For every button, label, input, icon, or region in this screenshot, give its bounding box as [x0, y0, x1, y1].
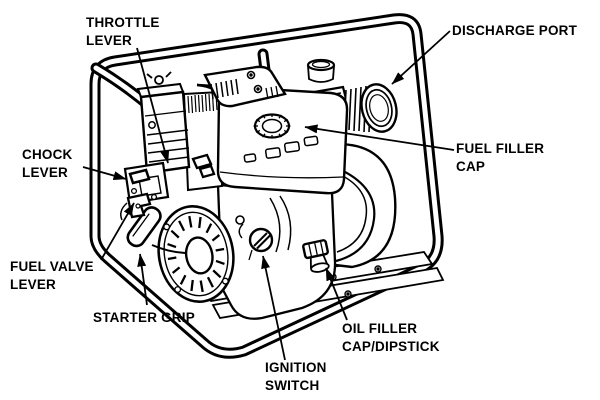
label-line: FUEL FILLER: [456, 141, 545, 156]
label-line: THROTTLE: [86, 15, 160, 30]
leader-lines: [82, 30, 455, 361]
label-line: OIL FILLER: [342, 321, 418, 336]
label-starter-grip: STARTER GRIP: [93, 309, 195, 327]
label-line: IGNITION: [265, 360, 327, 375]
cap-knurling: [253, 113, 291, 139]
air-cleaner-drawing: [136, 71, 191, 175]
ignition-switch-drawing: [248, 227, 274, 261]
fuel-filler-cap-drawing: [253, 113, 291, 139]
label-oil-filler-cap-dipstick: OIL FILLER CAP/DIPSTICK: [342, 320, 440, 356]
leader-throttle-lever: [136, 47, 170, 164]
label-line: FUEL VALVE: [10, 259, 94, 274]
leader-chock-lever: [82, 166, 127, 180]
wing-nut: [146, 71, 172, 85]
leader-oil-filler-cap: [325, 267, 348, 321]
label-line: LEVER: [86, 33, 133, 48]
label-line: CHOCK: [22, 147, 73, 162]
choke-lever-drawing: [128, 168, 151, 185]
starter-grip-drawing: [126, 206, 186, 254]
muffler-drawing: [203, 65, 287, 108]
leader-starter-grip: [137, 253, 148, 306]
recoil-starter-drawing: [157, 204, 235, 304]
muffler-grille: [210, 78, 239, 100]
oil-filler-cap-drawing: [302, 239, 330, 273]
leader-ignition-switch: [261, 255, 286, 361]
leader-discharge-port: [391, 30, 451, 85]
label-throttle-lever: THROTTLE LEVER: [86, 14, 160, 50]
throttle-lever-drawing: [191, 153, 216, 179]
label-fuel-valve-lever: FUEL VALVE LEVER: [10, 258, 94, 294]
label-line: LEVER: [10, 277, 57, 292]
leader-fuel-filler-cap: [304, 124, 455, 151]
label-line: LEVER: [22, 165, 69, 180]
label-line: STARTER GRIP: [93, 310, 195, 325]
label-line: CAP: [456, 159, 486, 174]
label-fuel-filler-cap: FUEL FILLER CAP: [456, 140, 544, 176]
leader-fuel-valve-lever: [100, 202, 135, 261]
tank-decals: [243, 135, 319, 163]
label-line: SWITCH: [265, 378, 320, 393]
label-line: CAP/DIPSTICK: [342, 339, 440, 354]
pump-top-cap-drawing: [306, 58, 336, 83]
starter-cooling-slots: [167, 215, 225, 293]
label-line: DISCHARGE PORT: [452, 23, 578, 38]
label-discharge-port: DISCHARGE PORT: [452, 22, 577, 40]
label-ignition-switch: IGNITION SWITCH: [265, 359, 327, 395]
label-chock-lever: CHOCK LEVER: [22, 146, 73, 182]
